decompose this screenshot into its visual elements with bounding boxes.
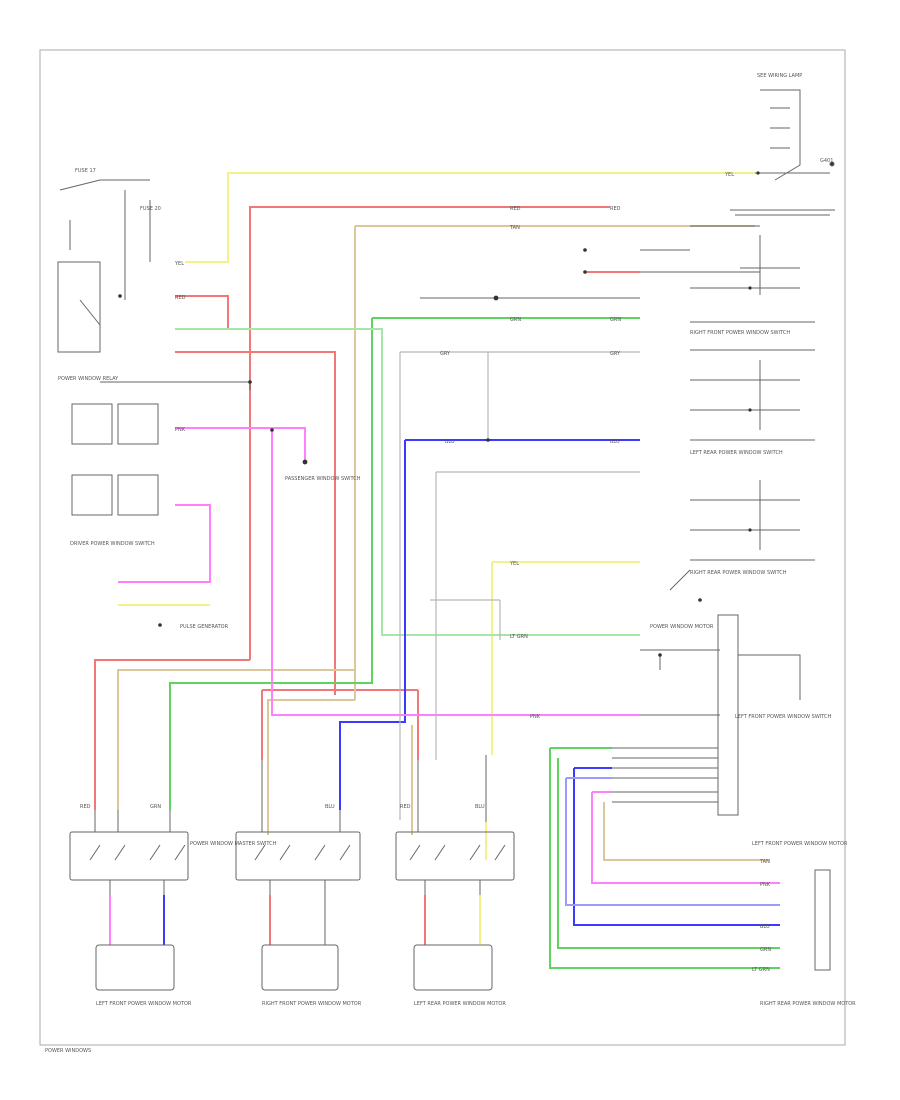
tag-yel-2: YEL — [509, 561, 519, 567]
wire-gray — [399, 351, 640, 820]
wire-blue — [163, 439, 780, 945]
tag-gry-1: GRY — [440, 351, 451, 357]
tag-grn-2: GRN — [610, 317, 621, 323]
label-pulse-block: PULSE GENERATOR — [180, 624, 229, 630]
label-lr-ctrl: LEFT REAR POWER WINDOW SWITCH — [690, 450, 783, 456]
label-footer: POWER WINDOWS — [45, 1048, 91, 1054]
tag-red-5: RED — [400, 804, 411, 810]
tag-yel-top: YEL — [724, 172, 734, 178]
tag-pnk-2: PNK — [530, 714, 541, 720]
tag-grn-4: GRN — [760, 947, 771, 953]
label-lr-motor: LEFT REAR POWER WINDOW MOTOR — [414, 1001, 506, 1007]
tag-red-2: RED — [610, 206, 621, 212]
wire-lightblue — [565, 777, 780, 906]
tag-blu-1: BLU — [445, 439, 455, 445]
tag-red-1: RED — [510, 206, 521, 212]
label-rr-motor: RIGHT REAR POWER WINDOW MOTOR — [760, 1001, 856, 1007]
wire-red — [94, 206, 640, 945]
tag-grn-1: GRN — [510, 317, 521, 323]
label-fuse-2: FUSE 20 — [140, 206, 161, 212]
tag-tan-2: TAN — [759, 859, 770, 865]
label-top-right: SEE WIRING LAMP — [757, 73, 802, 79]
tag-red-3: RED — [175, 295, 186, 301]
sheet-border — [39, 49, 846, 1046]
label-lf-motor: LEFT FRONT POWER WINDOW MOTOR — [96, 1001, 192, 1007]
wire-green — [169, 317, 780, 969]
wire-tags: YEL RED RED TAN GRN GRN BLU BLU YEL LT G… — [80, 172, 771, 973]
label-rf-motor: RIGHT FRONT POWER WINDOW MOTOR — [262, 1001, 362, 1007]
tag-red-4: RED — [80, 804, 91, 810]
label-rf-ctrl: RIGHT FRONT POWER WINDOW SWITCH — [690, 330, 790, 336]
tag-grn-3: GRN — [150, 804, 161, 810]
wire-lightgreen — [175, 328, 640, 636]
wire-pink — [109, 427, 780, 945]
tag-pnk-3: PNK — [760, 882, 771, 888]
wire-tan — [117, 225, 770, 861]
label-pg-motor: LEFT FRONT POWER WINDOW MOTOR — [752, 841, 848, 847]
component-labels: SEE WIRING LAMP G401 FUSE 17 FUSE 20 POW… — [45, 73, 856, 1054]
tag-blu-2: BLU — [610, 439, 620, 445]
wire-yellow — [118, 172, 755, 945]
label-ground-top: G401 — [820, 158, 833, 164]
tag-tan-1: TAN — [509, 225, 520, 231]
label-pwr-box: POWER WINDOW MOTOR — [650, 624, 714, 630]
tag-pnk-1: PNK — [175, 427, 186, 433]
tag-ltgrn: LT GRN — [510, 634, 528, 640]
tag-blu-3: BLU — [325, 804, 335, 810]
label-relay: POWER WINDOW RELAY — [58, 376, 119, 382]
schematic-lines — [57, 89, 835, 991]
label-master-block: POWER WINDOW MASTER SWITCH — [190, 841, 277, 847]
label-lfront-ctrl: LEFT FRONT POWER WINDOW SWITCH — [735, 714, 831, 720]
label-fuse-1: FUSE 17 — [75, 168, 96, 174]
label-switch-b: PASSENGER WINDOW SWITCH — [285, 476, 361, 482]
tag-yel-3: YEL — [174, 261, 184, 267]
tag-blu-4: BLU — [475, 804, 485, 810]
label-rr-ctrl: RIGHT REAR POWER WINDOW SWITCH — [690, 570, 787, 576]
label-switch-a: DRIVER POWER WINDOW SWITCH — [70, 541, 155, 547]
tag-gry-2: GRY — [610, 351, 621, 357]
tag-ltgrn-2: LT GRN — [752, 967, 770, 973]
junction-dots — [118, 171, 760, 657]
tag-blu-5: BLU — [760, 924, 770, 930]
